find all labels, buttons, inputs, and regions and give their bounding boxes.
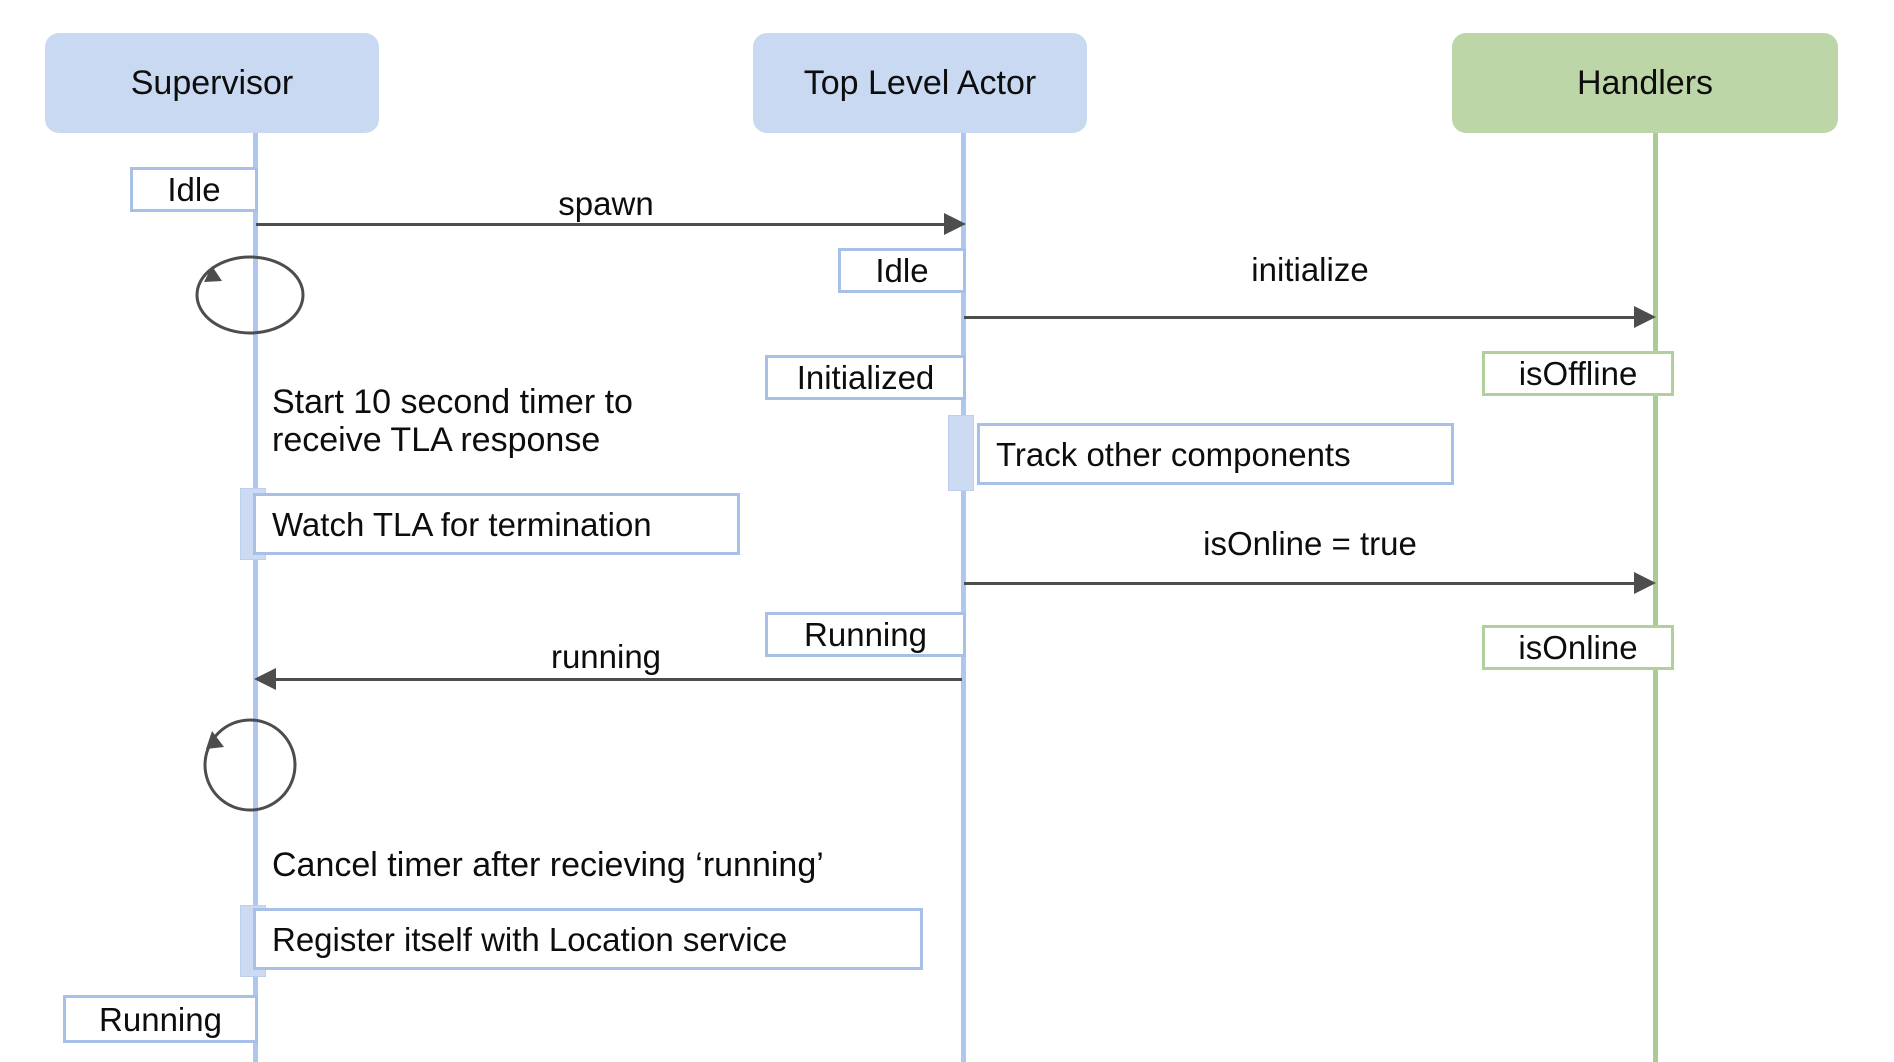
state-handlers-isoffline[interactable]: isOffline: [1482, 351, 1674, 396]
message-running-arrowhead: [254, 668, 276, 690]
state-supervisor-idle[interactable]: Idle: [130, 167, 258, 212]
state-tla-running-label: Running: [804, 616, 927, 653]
state-handlers-isonline[interactable]: isOnline: [1482, 625, 1674, 670]
state-handlers-isonline-label: isOnline: [1518, 629, 1638, 666]
message-initialize-line: [964, 316, 1636, 319]
state-handlers-isoffline-label: isOffline: [1518, 355, 1638, 392]
message-spawn-arrowhead: [944, 213, 966, 235]
self-loop-cancel-timer: [203, 718, 297, 812]
activation-bar-tla-track: [948, 415, 974, 491]
note-watch-tla-termination[interactable]: Watch TLA for termination: [253, 493, 740, 555]
note-track-other-components[interactable]: Track other components: [977, 423, 1454, 485]
participant-top-level-actor-label: Top Level Actor: [803, 64, 1037, 102]
lifeline-top-level-actor: [961, 133, 966, 1062]
state-tla-idle[interactable]: Idle: [838, 248, 966, 293]
message-initialize-label: initialize: [1251, 251, 1369, 288]
state-tla-initialized[interactable]: Initialized: [765, 355, 966, 400]
note-register-location-service-label: Register itself with Location service: [272, 920, 788, 958]
message-isonline-true-label: isOnline = true: [1203, 525, 1417, 562]
participant-supervisor-label: Supervisor: [130, 64, 294, 102]
message-spawn-label: spawn: [558, 185, 654, 222]
message-spawn-line: [256, 223, 946, 226]
message-isonline-true-line: [964, 582, 1636, 585]
participant-top-level-actor[interactable]: Top Level Actor: [753, 33, 1087, 133]
participant-handlers[interactable]: Handlers: [1452, 33, 1838, 133]
lifeline-handlers: [1653, 133, 1658, 1062]
message-running-line: [272, 678, 962, 681]
note-start-timer: Start 10 second timer to receive TLA res…: [272, 383, 633, 460]
lifeline-supervisor: [253, 133, 258, 1062]
state-tla-running[interactable]: Running: [765, 612, 966, 657]
note-track-other-components-label: Track other components: [996, 435, 1351, 473]
message-running-label: running: [550, 638, 662, 675]
note-register-location-service[interactable]: Register itself with Location service: [253, 908, 923, 970]
note-cancel-timer: Cancel timer after recieving ‘running’: [272, 846, 824, 885]
note-watch-tla-termination-label: Watch TLA for termination: [272, 505, 652, 543]
message-initialize-arrowhead: [1634, 306, 1656, 328]
message-isonline-true-arrowhead: [1634, 572, 1656, 594]
participant-handlers-label: Handlers: [1576, 64, 1714, 102]
participant-supervisor[interactable]: Supervisor: [45, 33, 379, 133]
state-supervisor-running[interactable]: Running: [63, 995, 258, 1043]
state-tla-initialized-label: Initialized: [796, 359, 935, 396]
self-loop-start-timer: [195, 255, 305, 335]
state-supervisor-running-label: Running: [99, 1000, 222, 1038]
state-supervisor-idle-label: Idle: [167, 171, 221, 208]
state-tla-idle-label: Idle: [875, 252, 929, 289]
